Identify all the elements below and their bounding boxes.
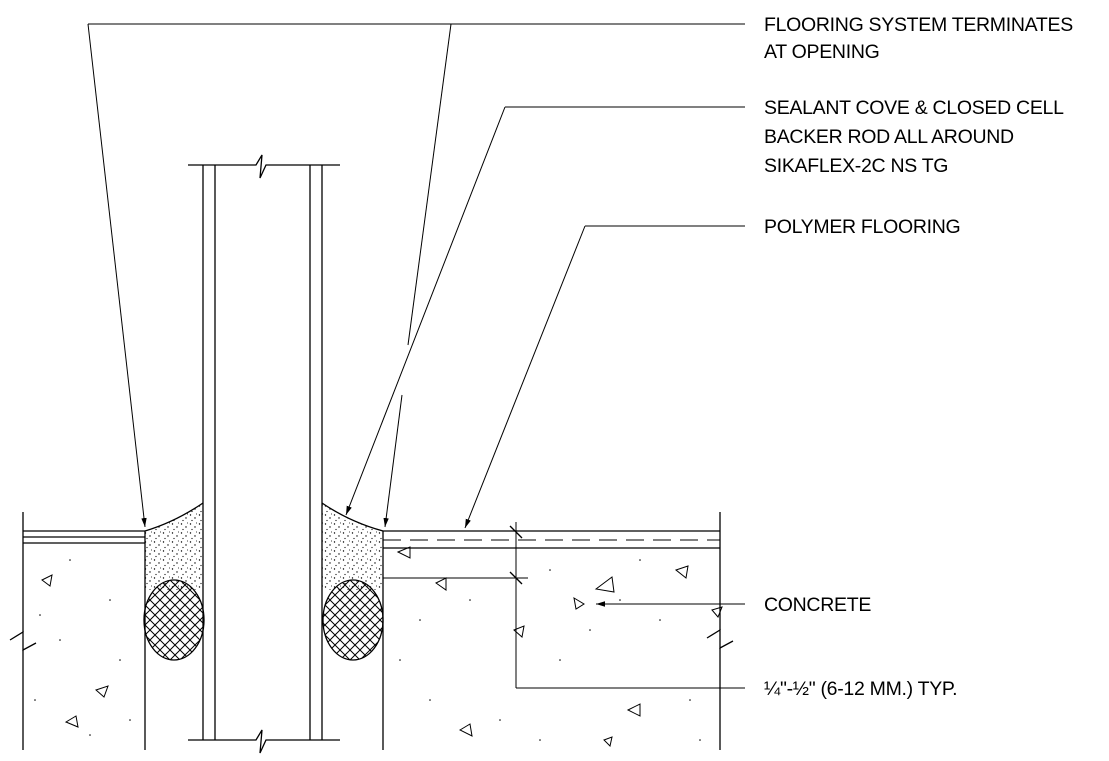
right-sealant-joint [321, 502, 384, 661]
label-sealant-3: SIKAFLEX-2C NS TG [764, 155, 948, 177]
backer-rod-left [143, 579, 205, 661]
label-sealant-1: SEALANT COVE & CLOSED CELL [764, 97, 1064, 119]
annotation-labels: FLOORING SYSTEM TERMINATES AT OPENING SE… [764, 14, 1074, 700]
concrete-slab [9, 512, 734, 750]
label-concrete: CONCRETE [764, 594, 871, 616]
thickness-dimension [383, 522, 745, 689]
label-flooring-terminates-2: AT OPENING [764, 41, 879, 63]
label-sealant-2: BACKER ROD ALL AROUND [764, 126, 1014, 148]
label-polymer-flooring: POLYMER FLOORING [764, 216, 960, 238]
door-frame [188, 154, 340, 754]
leader-lines [87, 23, 745, 607]
backer-rod-right [322, 579, 384, 661]
label-flooring-terminates-1: FLOORING SYSTEM TERMINATES [764, 14, 1073, 36]
label-dimension: ¼"-½" (6-12 MM.) TYP. [764, 678, 957, 700]
left-sealant-joint [143, 502, 205, 661]
